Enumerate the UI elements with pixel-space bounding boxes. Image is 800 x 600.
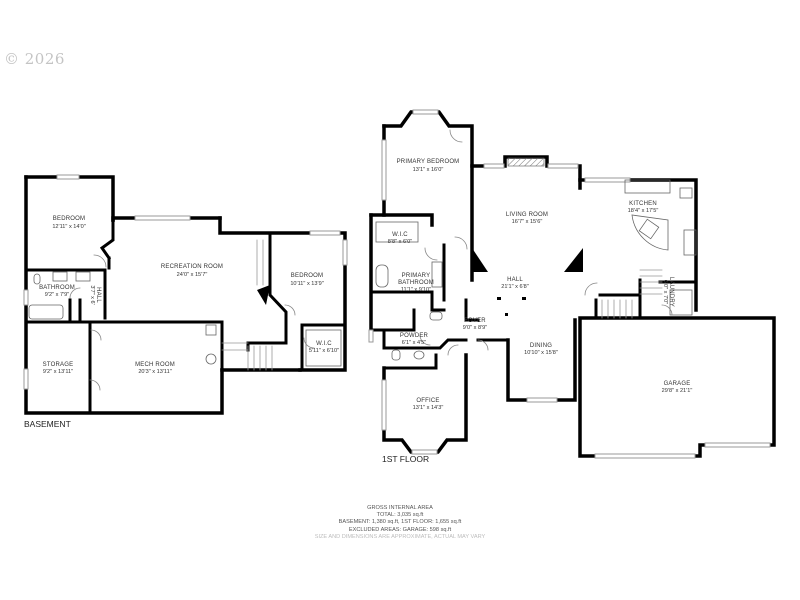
room-dimensions: 16'7" x 15'6": [512, 219, 543, 225]
room-name: BEDROOM: [53, 216, 85, 222]
room-name: W.I.C: [392, 232, 408, 238]
area-title: GROSS INTERNAL AREA: [367, 505, 433, 511]
room-dimensions: 20'3" x 13'11": [138, 369, 171, 375]
room-dimensions: 6'0" x 7'0": [662, 280, 668, 304]
room-name: HALL: [507, 277, 523, 283]
room-name: W.I.C: [316, 341, 332, 347]
copyright-watermark: © 2026: [4, 50, 65, 68]
area-excluded: EXCLUDED AREAS: GARAGE: 598 sq.ft: [348, 526, 452, 533]
room-name: HALL: [95, 287, 101, 303]
room-dimensions: 18'4" x 17'5": [628, 208, 659, 214]
room-name: KITCHEN: [629, 201, 657, 207]
room-dimensions: 3'7" x 6': [89, 285, 95, 304]
room-name: OFFICE: [416, 398, 439, 404]
room-name: DINING: [530, 343, 552, 349]
room-name: STORAGE: [43, 362, 74, 368]
room-name: LIVING ROOM: [506, 212, 548, 218]
room-dimensions: 9'0" x 8'9": [463, 325, 487, 331]
room-dimensions: 9'2" x 7'9": [45, 292, 69, 298]
room-name: GARAGE: [664, 381, 691, 387]
room-name: MECH ROOM: [135, 362, 175, 368]
first-floor-room-labels: PRIMARY BEDROOM 13'1" x 16'0" W.I.C 8'8"…: [382, 159, 692, 464]
area-total: TOTAL: 3,035 sq.ft: [376, 512, 424, 519]
room-dimensions: 11'1" x 9'10": [401, 287, 431, 293]
room-dimensions: 29'8" x 21'1": [662, 388, 693, 394]
floor-label-basement: BASEMENT: [24, 419, 71, 429]
room-name: RECREATION ROOM: [161, 264, 223, 270]
room-dimensions: 6'1" x 4'5": [402, 340, 426, 346]
room-name: BATHROOM: [39, 285, 75, 291]
room-dimensions: 10'11" x 13'9": [290, 281, 323, 287]
room-name-line2: BATHROOM: [398, 280, 434, 286]
basement-plan: [23, 174, 348, 415]
room-dimensions: 10'10" x 15'8": [524, 350, 558, 356]
area-breakdown: BASEMENT: 1,380 sq.ft, 1ST FLOOR: 1,655 …: [338, 519, 462, 526]
room-dimensions: 24'0" x 15'7": [177, 272, 208, 278]
floor-label-first: 1ST FLOOR: [382, 454, 429, 464]
room-name: PRIMARY BEDROOM: [397, 159, 460, 165]
room-dimensions: 9'2" x 13'11": [43, 369, 73, 375]
room-dimensions: 5'11" x 6'10": [309, 348, 339, 354]
room-name: POWDER: [400, 333, 429, 339]
first-floor-plan: [368, 109, 776, 459]
room-name: LAUNDRY: [668, 277, 674, 307]
room-dimensions: 13'1" x 16'0": [413, 167, 444, 173]
room-dimensions: 13'1" x 14'3": [413, 405, 444, 411]
room-dimensions: 21'1" x 6'8": [501, 284, 529, 290]
basement-room-labels: BEDROOM 12'11" x 14'0" RECREATION ROOM 2…: [24, 216, 339, 429]
area-disclaimer: SIZE AND DIMENSIONS ARE APPROXIMATE, ACT…: [314, 533, 486, 540]
room-name: BEDROOM: [291, 273, 323, 279]
room-name: FOYER: [464, 318, 486, 324]
area-summary: GROSS INTERNAL AREA TOTAL: 3,035 sq.ft B…: [0, 505, 800, 541]
room-dimensions: 8'8" x 6'0": [388, 239, 412, 245]
room-name: PRIMARY: [402, 273, 431, 279]
room-dimensions: 12'11" x 14'0": [52, 224, 85, 230]
